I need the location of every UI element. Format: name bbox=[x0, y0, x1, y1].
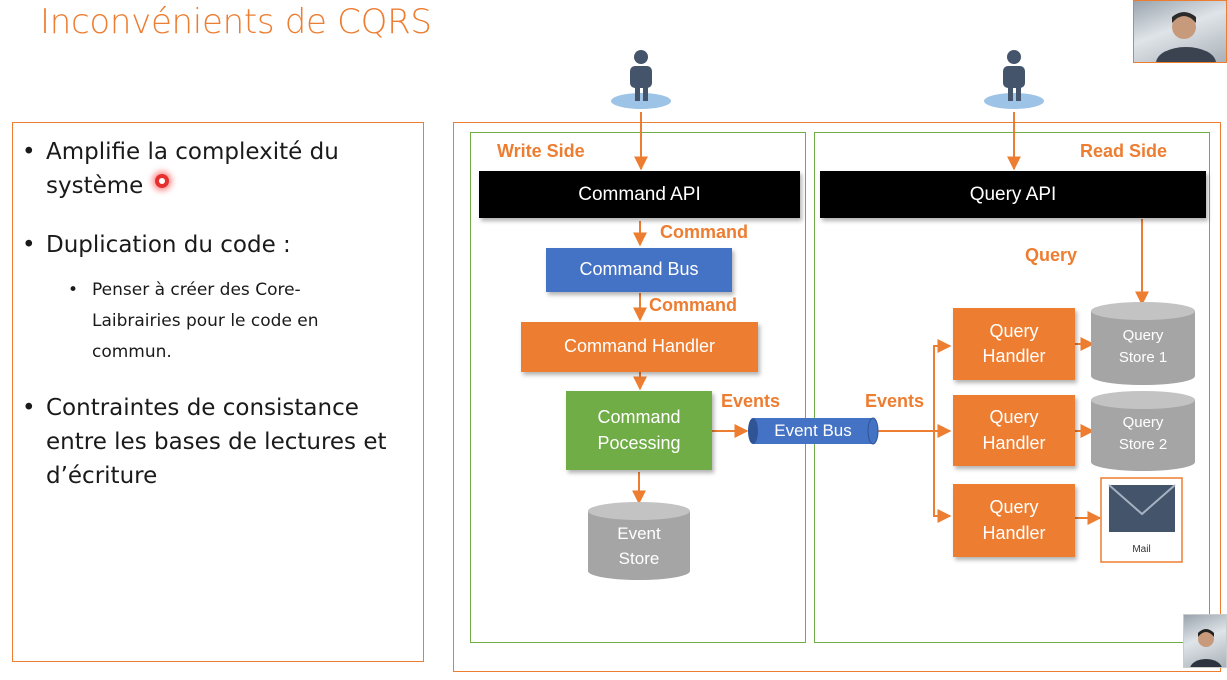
small-camera-feed bbox=[1183, 614, 1227, 668]
bullet-dot: • bbox=[22, 232, 36, 258]
presenter-thumbnail bbox=[1190, 629, 1222, 667]
bullet-complexity: • Amplifie la complexité du système bbox=[22, 135, 402, 203]
write-side-label: Write Side bbox=[497, 141, 585, 161]
slide-title: Inconvénients de CQRS bbox=[40, 2, 432, 42]
event-bus-pipe bbox=[748, 417, 879, 445]
events-flow-label: Events bbox=[865, 391, 925, 411]
command-flow-label: Command bbox=[660, 222, 749, 242]
event-bus-label: Event Bus bbox=[774, 421, 852, 441]
query-handler-node: Query Handler bbox=[953, 308, 1075, 380]
bullet-text: Contraintes de consistance entre les bas… bbox=[46, 395, 387, 489]
command-api-bar: Command API bbox=[479, 171, 800, 218]
command-processing-node: Command Pocessing bbox=[566, 391, 712, 470]
query-handler-node: Query Handler bbox=[953, 484, 1075, 557]
bullet-dot: • bbox=[22, 139, 36, 165]
user-icon bbox=[984, 50, 1044, 109]
database-icon bbox=[588, 502, 690, 580]
query-api-bar: Query API bbox=[820, 171, 1206, 218]
user-icon bbox=[611, 50, 671, 109]
mail-icon bbox=[1100, 477, 1183, 563]
sub-bullet-core-libraries: • Penser à créer des Core-Laibrairies po… bbox=[68, 275, 368, 368]
event-store-label: Event Store bbox=[617, 524, 661, 568]
read-side-label: Read Side bbox=[1080, 141, 1168, 161]
presenter-camera-feed bbox=[1133, 0, 1227, 63]
query-handler-node: Query Handler bbox=[953, 395, 1075, 466]
write-side-box bbox=[470, 132, 806, 643]
read-side-box bbox=[814, 132, 1210, 643]
mail-label: Mail bbox=[1132, 544, 1151, 555]
query-store-1-label: Query Store 1 bbox=[1118, 327, 1168, 366]
events-flow-label: Events bbox=[721, 391, 781, 411]
bullet-text: Amplifie la complexité du système bbox=[46, 139, 339, 199]
presenter-silhouette bbox=[1156, 12, 1216, 62]
command-handler-node: Command Handler bbox=[521, 322, 758, 372]
bullet-dot: • bbox=[22, 395, 36, 421]
laser-pointer-dot bbox=[155, 174, 169, 188]
bullet-text: Duplication du code : bbox=[46, 232, 291, 258]
query-store-2-label: Query Store 2 bbox=[1118, 414, 1168, 453]
bullet-duplication: • Duplication du code : bbox=[22, 228, 402, 262]
query-flow-label: Query bbox=[1025, 245, 1078, 265]
bullets-panel bbox=[12, 122, 424, 662]
database-icon bbox=[1091, 391, 1195, 471]
bullet-consistency: • Contraintes de consistance entre les b… bbox=[22, 391, 412, 493]
database-icon bbox=[1091, 302, 1195, 385]
diagram-frame bbox=[453, 122, 1221, 672]
command-flow-label: Command bbox=[649, 295, 738, 315]
command-bus-node: Command Bus bbox=[546, 248, 732, 292]
bullet-dot: • bbox=[68, 280, 79, 300]
sub-bullet-text: Penser à créer des Core-Laibrairies pour… bbox=[92, 280, 319, 362]
